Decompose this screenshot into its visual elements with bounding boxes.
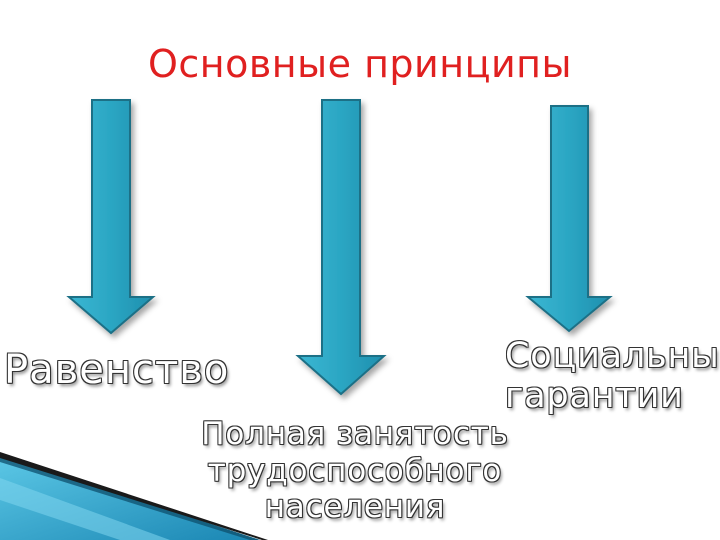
arrow-down-right (525, 105, 613, 333)
principle-equality: Равенство (4, 348, 229, 393)
arrow-down-middle (295, 99, 387, 396)
diagram-title: Основные принципы (147, 42, 572, 86)
principle-full-employment-line-2: трудоспособного (207, 452, 503, 489)
principle-equality-line: Равенство (4, 347, 230, 393)
principle-social-guarantees-line-1: Социальные (505, 336, 720, 376)
corner-decoration (0, 452, 268, 540)
principle-full-employment: Полная занятость трудоспособного населен… (200, 416, 510, 526)
principle-social-guarantees: Социальные гарантии (505, 336, 720, 417)
principle-social-guarantees-line-2: гарантии (505, 376, 684, 417)
arrow-down-left (66, 99, 156, 335)
principle-full-employment-line-1: Полная занятость (201, 416, 509, 452)
principle-full-employment-line-3: населения (264, 489, 446, 526)
